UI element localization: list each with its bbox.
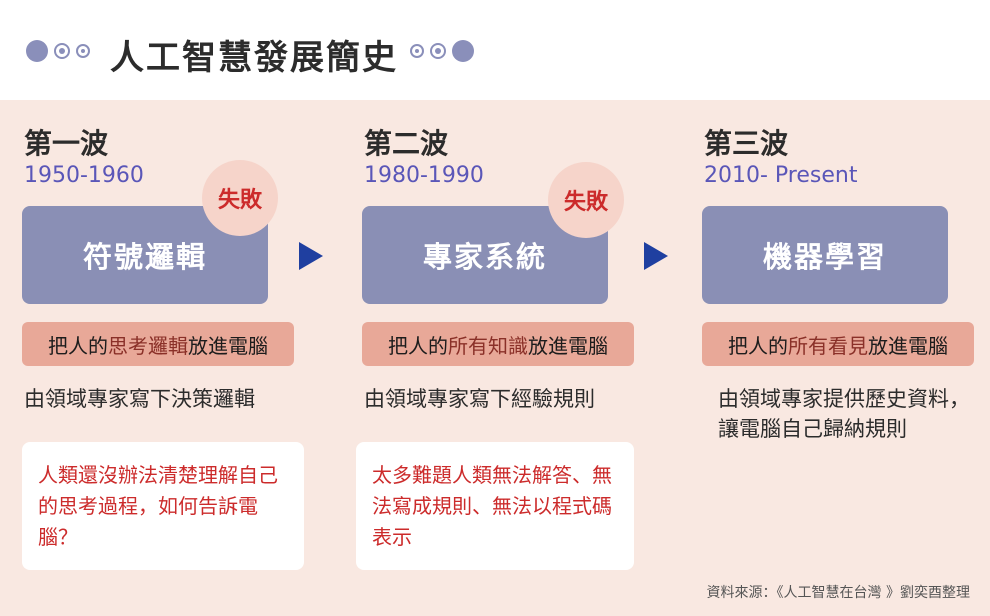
approach-label: 符號邏輯 (82, 240, 207, 274)
approach-description: 由領域專家寫下經驗規則 (364, 387, 595, 411)
failure-note: 人類還沒辦法清楚理解自己的思考過程，如何告訴電腦？ (22, 442, 304, 570)
approach-description: 由領域專家提供歷史資料，讓電腦自己歸納規則 (718, 387, 970, 441)
fail-label: 失敗 (563, 190, 608, 215)
tag-suffix: 放進電腦 (188, 333, 268, 358)
approach-description: 由領域專家寫下決策邏輯 (24, 387, 255, 411)
wave-column-3: 第三波 2010- Present 機器學習 把人的所有看見放進電腦 由領域專家… (702, 100, 990, 616)
failure-note-text: 太多難題人類無法解答、無法寫成規則、無法以程式碼表示 (372, 463, 612, 549)
approach-tag: 把人的所有看見放進電腦 (702, 322, 974, 366)
circle-icon (26, 40, 48, 62)
fail-label: 失敗 (217, 188, 262, 213)
page-title: 人工智慧發展簡史 (110, 38, 398, 78)
approach-label: 專家系統 (422, 240, 547, 274)
wave-column-1: 第一波 1950-1960 符號邏輯 失敗 把人的思考邏輯放進電腦 由領域專家寫… (22, 100, 322, 616)
ring-icon (430, 43, 446, 59)
wave-name: 第二波 (364, 127, 449, 160)
circle-icon (452, 40, 474, 62)
tag-prefix: 把人的 (388, 333, 448, 358)
arrow-right-icon (644, 242, 668, 270)
arrow-right-icon (299, 242, 323, 270)
fail-badge: 失敗 (548, 162, 624, 238)
tag-highlight: 所有看見 (788, 333, 868, 358)
header: 人工智慧發展簡史 (0, 0, 990, 100)
decorative-dots-right (410, 40, 474, 62)
tag-suffix: 放進電腦 (868, 333, 948, 358)
fail-badge: 失敗 (202, 160, 278, 236)
wave-years: 1950-1960 (24, 163, 144, 188)
failure-note-text: 人類還沒辦法清楚理解自己的思考過程，如何告訴電腦？ (38, 463, 278, 549)
approach-box: 機器學習 (702, 206, 948, 304)
decorative-dots-left (26, 40, 90, 62)
approach-label: 機器學習 (762, 240, 887, 274)
ring-icon (410, 44, 424, 58)
ring-icon (76, 44, 90, 58)
wave-years: 1980-1990 (364, 163, 484, 188)
wave-name: 第三波 (704, 127, 789, 160)
tag-prefix: 把人的 (48, 333, 108, 358)
tag-highlight: 思考邏輯 (108, 333, 188, 358)
approach-tag: 把人的所有知識放進電腦 (362, 322, 634, 366)
tag-highlight: 所有知識 (448, 333, 528, 358)
ring-icon (54, 43, 70, 59)
tag-suffix: 放進電腦 (528, 333, 608, 358)
wave-name: 第一波 (24, 127, 109, 160)
approach-box: 專家系統 (362, 206, 608, 304)
wave-years: 2010- Present (704, 163, 858, 188)
tag-prefix: 把人的 (728, 333, 788, 358)
approach-tag: 把人的思考邏輯放進電腦 (22, 322, 294, 366)
wave-column-2: 第二波 1980-1990 專家系統 失敗 把人的所有知識放進電腦 由領域專家寫… (356, 100, 662, 616)
source-credit: 資料來源：《人工智慧在台灣 》劉奕酉整理 (706, 585, 970, 601)
failure-note: 太多難題人類無法解答、無法寫成規則、無法以程式碼表示 (356, 442, 634, 570)
